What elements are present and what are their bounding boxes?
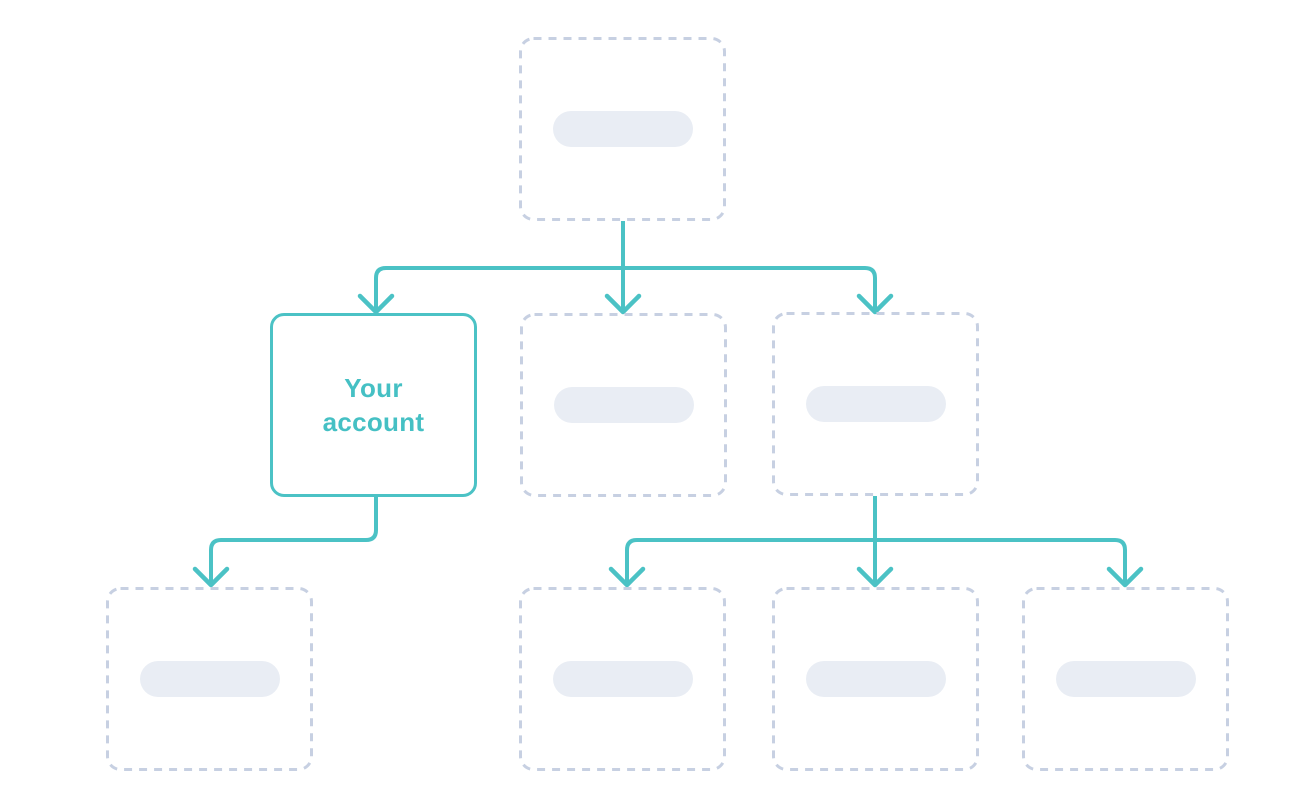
dashed-border xyxy=(772,587,979,771)
arrowhead-icon xyxy=(856,293,894,315)
dashed-border xyxy=(519,587,726,771)
node-child3-placeholder xyxy=(772,587,979,771)
placeholder-pill xyxy=(805,386,946,422)
arrowhead-icon xyxy=(192,566,230,588)
dashed-border xyxy=(772,312,979,496)
edge-root-right xyxy=(623,266,877,311)
dashed-border xyxy=(1022,587,1229,771)
arrowhead-icon xyxy=(357,293,395,315)
edge-right-right xyxy=(875,538,1127,584)
node-row2-right-placeholder xyxy=(772,312,979,496)
placeholder-pill xyxy=(805,661,946,697)
placeholder-pill xyxy=(552,111,693,147)
arrowhead-icon xyxy=(604,293,642,315)
edge-right-left xyxy=(625,538,875,584)
edge-youraccount-child xyxy=(209,497,378,584)
edge-root-left xyxy=(374,266,623,311)
your-account-label: Your account xyxy=(322,373,425,437)
dashed-border xyxy=(106,587,313,771)
placeholder-pill xyxy=(552,661,693,697)
node-child2-placeholder xyxy=(519,587,726,771)
placeholder-pill xyxy=(553,387,694,423)
dashed-border xyxy=(520,313,727,497)
node-child1-placeholder xyxy=(106,587,313,771)
placeholder-pill xyxy=(1055,661,1196,697)
dashed-border xyxy=(519,37,726,221)
node-child4-placeholder xyxy=(1022,587,1229,771)
node-root-placeholder xyxy=(519,37,726,221)
arrowhead-icon xyxy=(856,566,894,588)
arrowhead-icon xyxy=(1106,566,1144,588)
placeholder-pill xyxy=(139,661,280,697)
arrowhead-icon xyxy=(608,566,646,588)
node-row2-middle-placeholder xyxy=(520,313,727,497)
node-your-account: Your account xyxy=(270,313,477,497)
